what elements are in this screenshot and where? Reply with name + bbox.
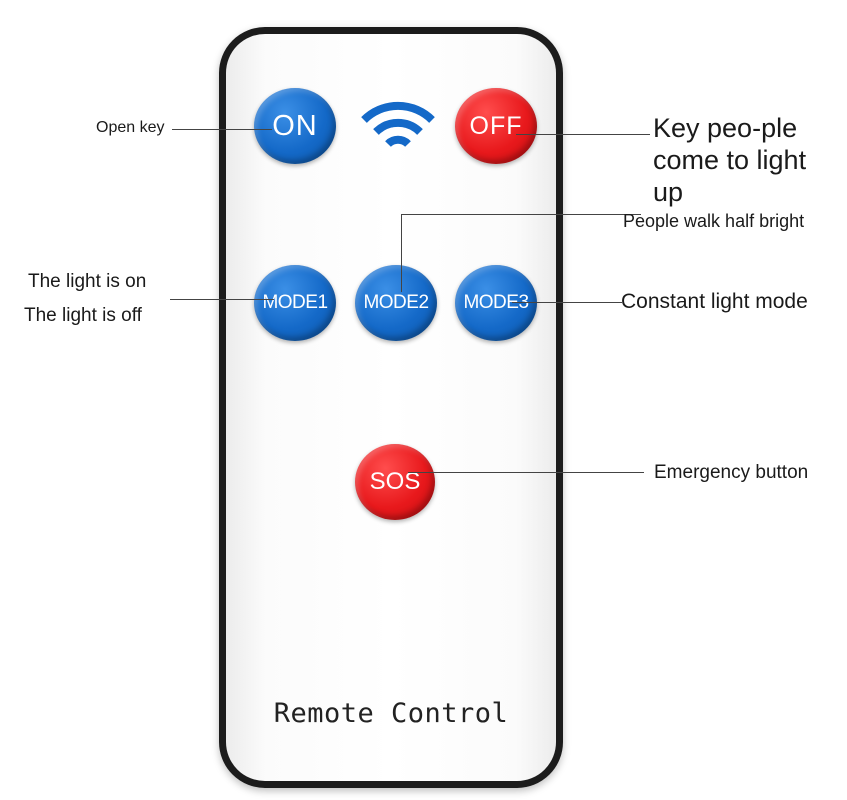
people-walk-leader-line (401, 214, 641, 215)
emergency-leader-line (408, 472, 644, 473)
mode2-button[interactable]: MODE2 (355, 265, 437, 341)
on-button-label: ON (272, 109, 318, 142)
people-walk-leader-line-vertical (401, 214, 402, 292)
light-on-off-leader-line (170, 299, 274, 300)
key-people-leader-line (516, 134, 650, 135)
emergency-annotation: Emergency button (654, 462, 809, 483)
remote-control-label: Remote Control (273, 698, 509, 729)
sos-button[interactable]: SOS (355, 444, 435, 520)
open-key-annotation: Open key (96, 119, 165, 136)
mode1-button-label: MODE1 (262, 292, 328, 313)
light-off-annotation: The light is off (24, 305, 142, 326)
off-button[interactable]: OFF (455, 88, 537, 164)
mode2-button-label: MODE2 (363, 292, 429, 313)
mode3-button[interactable]: MODE3 (455, 265, 537, 341)
constant-light-leader-line (512, 302, 622, 303)
open-key-leader-line (172, 129, 272, 130)
off-button-label: OFF (469, 111, 523, 140)
on-button[interactable]: ON (254, 88, 336, 164)
key-people-annotation: Key peo-ple come to light up (653, 113, 807, 207)
wifi-signal-icon (361, 101, 435, 148)
light-on-annotation: The light is on (28, 271, 147, 292)
mode1-button[interactable]: MODE1 (254, 265, 336, 341)
mode3-button-label: MODE3 (463, 292, 529, 313)
people-walk-annotation: People walk half bright (623, 211, 805, 231)
constant-light-annotation: Constant light mode (621, 290, 808, 313)
